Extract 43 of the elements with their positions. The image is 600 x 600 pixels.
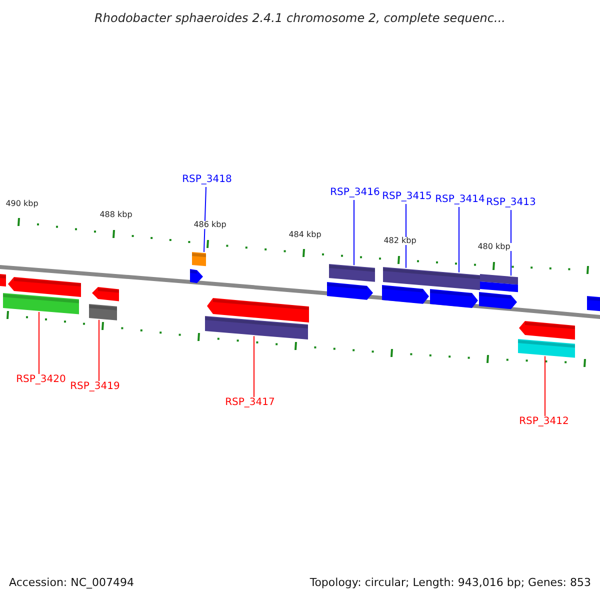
gene-feature: [0, 274, 6, 286]
gene-feature: [329, 264, 375, 282]
title: Rhodobacter sphaeroides 2.4.1 chromosome 2, complete sequenc...: [94, 12, 506, 24]
scale-label: 488 kbp: [98, 211, 134, 219]
gene-label: RSP_3414: [435, 194, 485, 205]
gene-feature: [89, 304, 117, 320]
leader-line: [38, 312, 40, 374]
gene-feature: [430, 289, 478, 308]
gene-label: RSP_3419: [70, 381, 120, 392]
leader-line: [458, 206, 460, 273]
leader-line: [510, 210, 512, 276]
gene-feature: [3, 293, 79, 314]
gene-feature: [327, 282, 373, 300]
gene-feature: [190, 269, 203, 284]
scale-label: 490 kbp: [4, 200, 40, 208]
gene-feature: [382, 285, 429, 304]
scale-label: 486 kbp: [192, 221, 228, 229]
gene-label: RSP_3413: [486, 197, 536, 208]
gene-label: RSP_3416: [330, 187, 380, 198]
gene-feature: [587, 296, 600, 312]
leader-line: [544, 356, 546, 416]
footer-text: Topology: circular; Length: 943,016 bp; Genes: 853: [310, 577, 591, 588]
gene-feature: [518, 339, 575, 358]
gene-label: RSP_3415: [382, 191, 432, 202]
leader-line: [204, 186, 206, 252]
gene-label: RSP_3418: [182, 174, 232, 185]
leader-line: [98, 319, 100, 382]
gene-feature: [8, 277, 81, 298]
gene-label: RSP_3412: [519, 416, 569, 427]
gene-feature: [205, 316, 308, 340]
footer-text: Accession: NC_007494: [9, 577, 134, 588]
gene-feature: [480, 274, 518, 292]
gene-feature: [207, 298, 309, 322]
scale-label: 482 kbp: [382, 237, 418, 245]
scale-label: 484 kbp: [288, 231, 322, 239]
gene-feature: [192, 252, 206, 266]
gene-feature: [479, 292, 517, 310]
gene-label: RSP_3420: [16, 374, 66, 385]
gene-feature: [383, 267, 431, 286]
gene-feature: [92, 287, 119, 302]
scale-label: 480 kbp: [476, 243, 512, 251]
gene-label: RSP_3417: [225, 397, 275, 408]
gene-feature: [519, 321, 575, 340]
